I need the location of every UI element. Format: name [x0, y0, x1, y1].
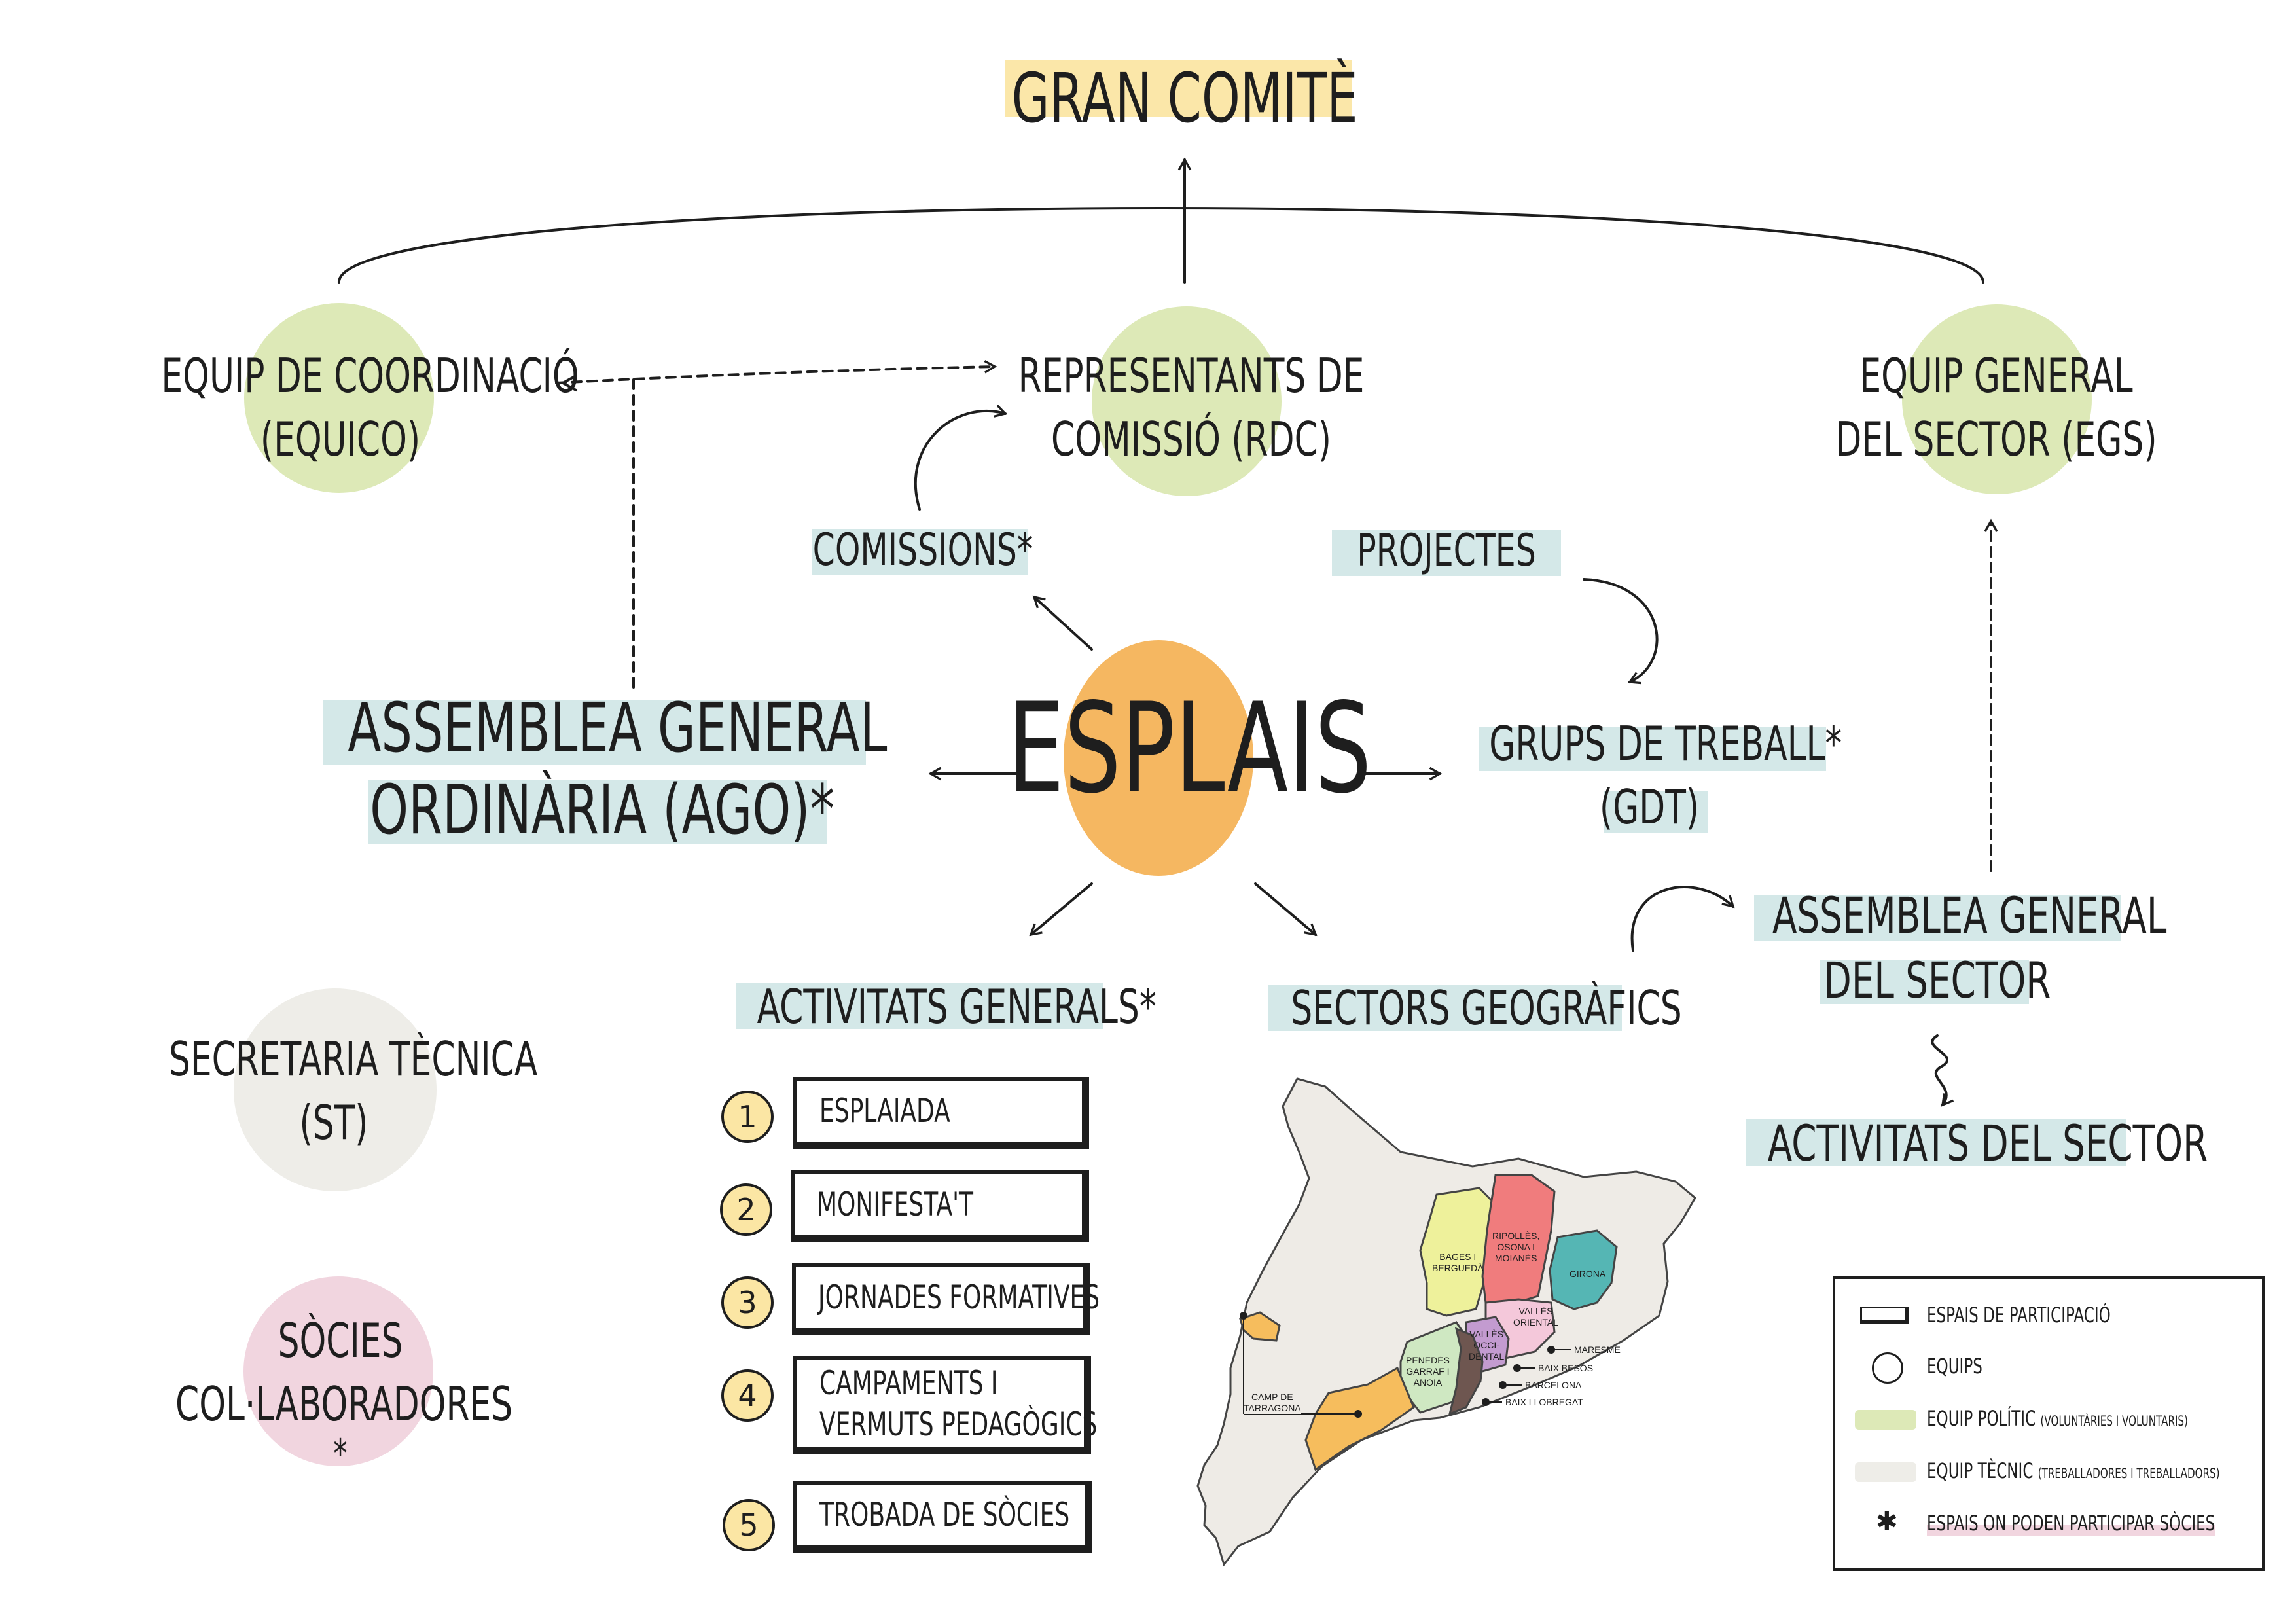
activity-num-1: 1 [721, 1091, 774, 1143]
activity-num-4: 4 [721, 1369, 774, 1422]
legend-row-politic: EQUIP POLÍTIC (VOLUNTÀRIES I VOLUNTARIS) [1835, 1397, 2262, 1443]
center-esplais: ESPLAIS [1007, 676, 1372, 821]
curve-comissions-rdc [914, 405, 1008, 511]
arrow-to-sectors [1254, 882, 1318, 937]
space-sectors: SECTORS GEOGRÀFICS [1291, 981, 1682, 1036]
top-arc [337, 207, 1985, 284]
curve-sectors-assemblea [1630, 886, 1735, 952]
legend-row-equips: EQUIPS [1835, 1344, 2262, 1390]
title-gran-comite: GRAN COMITÈ [1011, 58, 1358, 138]
legend-row-socies: ✱ ESPAIS ON PODEN PARTICIPAR SÒCIES [1876, 1507, 2215, 1537]
hl-comissions [812, 529, 1028, 575]
hl-ago-2 [368, 780, 827, 844]
space-projectes: PROJECTES [1357, 525, 1536, 577]
activity-5: TROBADA DE SÒCIES [793, 1481, 1092, 1553]
arrow-to-activitats [1029, 882, 1093, 937]
disc-esplais [1064, 640, 1253, 876]
hl-sectors [1268, 985, 1622, 1031]
legend-row-tecnic: EQUIP TÈCNIC (TREBALLADORES I TREBALLADO… [1835, 1449, 2262, 1495]
activity-num-3: 3 [721, 1276, 774, 1329]
asterisk-icon: ✱ [1876, 1507, 1898, 1537]
activity-num-2: 2 [720, 1183, 772, 1236]
dashed-equico-rdc [555, 360, 997, 384]
activity-1-label: ESPLAIADA [819, 1092, 950, 1130]
map-label-girona: GIRONA [1570, 1269, 1606, 1279]
region-baix-llobregat [1448, 1327, 1484, 1416]
activity-num-5: 5 [723, 1499, 775, 1551]
hl-assemblea-sector-1 [1754, 895, 2121, 941]
hl-gdt-1 [1479, 727, 1826, 771]
activity-2: MONIFESTA'T [791, 1170, 1089, 1242]
hl-assemblea-sector-2 [1820, 960, 2029, 1004]
disc-st [234, 988, 437, 1191]
map-label-baix-besos: BAIX BESÒS [1538, 1363, 1594, 1373]
legend: ESPAIS DE PARTICIPACIÓ EQUIPS EQUIP POLÍ… [1833, 1276, 2265, 1571]
space-activitats-generals: ACTIVITATS GENERALS* [757, 979, 1157, 1034]
squiggle-assemblea-activitats [1931, 1034, 1954, 1107]
team-equico: EQUIP DE COORDINACIÓ(EQUICO) [161, 348, 579, 467]
space-activitats-sector: ACTIVITATS DEL SECTOR [1767, 1114, 2208, 1172]
space-comissions: COMISSIONS* [812, 524, 1033, 576]
hl-projectes [1332, 530, 1561, 576]
region-girona [1549, 1229, 1618, 1310]
activity-1: ESPLAIADA [793, 1077, 1089, 1149]
activity-2-label: MONIFESTA'T [817, 1185, 973, 1224]
disc-equico [244, 303, 434, 493]
map-label-baix-llobregat: BAIX LLOBREGAT [1505, 1397, 1583, 1407]
grey-swatch-icon [1855, 1462, 1916, 1482]
hl-gdt-2 [1604, 791, 1708, 833]
disc-socies [243, 1276, 433, 1466]
activity-3: JORNADES FORMATIVES [792, 1263, 1100, 1335]
arrow-to-comissions [1032, 595, 1093, 651]
hl-ago-1 [323, 700, 866, 765]
title-highlight [1005, 60, 1352, 117]
disc-egs [1902, 304, 2092, 494]
disc-rdc [1092, 306, 1282, 496]
rectangle-icon [1860, 1307, 1909, 1324]
region-camp-tarragona [1304, 1366, 1415, 1471]
activity-5-label: TROBADA DE SÒCIES [819, 1496, 1070, 1534]
circle-icon [1872, 1352, 1903, 1384]
hl-activitats-sector [1746, 1119, 2126, 1166]
team-st: SECRETARIA TÈCNICA(ST) [169, 1032, 538, 1151]
map-label-maresme: MARESME [1574, 1344, 1621, 1355]
map-label-barcelona: BARCELONA [1525, 1380, 1582, 1390]
activity-3-label: JORNADES FORMATIVES [818, 1278, 1100, 1317]
curve-projectes-gdt [1583, 578, 1659, 685]
hl-activitats-generals [736, 983, 1103, 1029]
green-swatch-icon [1855, 1410, 1916, 1430]
catalonia-map [1196, 1077, 1696, 1567]
legend-row-espais: ESPAIS DE PARTICIPACIÓ [1835, 1293, 2262, 1339]
space-gdt: GRUPS DE TREBALL*(GDT) [1489, 716, 1842, 835]
